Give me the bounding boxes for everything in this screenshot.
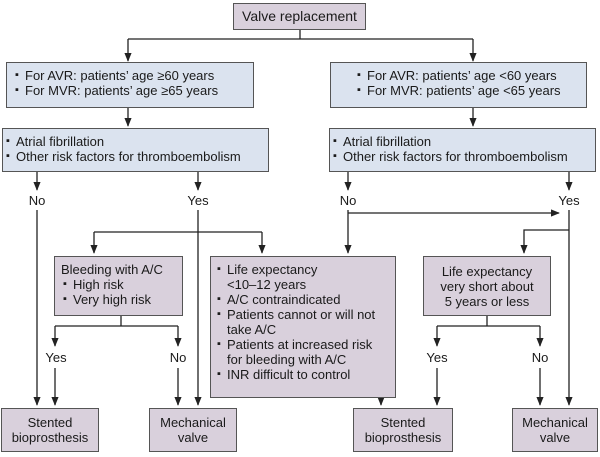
life-expectancy-criteria-box: Life expectancy<10–12 years A/C contrain…: [210, 256, 396, 398]
bleeding-high-risk: High risk: [63, 277, 182, 292]
right-risk-af: Atrial fibrillation: [333, 134, 595, 149]
bleeding-yes-label: Yes: [42, 350, 70, 365]
right-risk-other: Other risk factors for thromboembolism: [333, 149, 595, 164]
right-no-label: No: [336, 193, 360, 208]
criteria-ac-contraindicated: A/C contraindicated: [217, 292, 395, 307]
left-yes-label: Yes: [184, 193, 212, 208]
outcome-stented-left: Stented bioprosthesis: [1, 408, 99, 452]
right-yes-label: Yes: [555, 193, 583, 208]
bleeding-very-high-risk: Very high risk: [63, 292, 182, 307]
left-risk-factors-box: Atrial fibrillation Other risk factors f…: [2, 128, 269, 172]
left-age-avr: For AVR: patients’ age ≥60 years: [15, 68, 253, 83]
outcome-mechanical-left: Mechanical valve: [149, 408, 237, 452]
bleeding-title: Bleeding with A/C: [61, 262, 163, 277]
right-risk-factors-box: Atrial fibrillation Other risk factors f…: [329, 128, 596, 172]
left-risk-af: Atrial fibrillation: [6, 134, 268, 149]
criteria-life-expectancy: Life expectancy<10–12 years: [217, 262, 395, 292]
short-life-no-label: No: [528, 350, 552, 365]
left-age-criteria-box: For AVR: patients’ age ≥60 years For MVR…: [6, 62, 254, 108]
valve-replacement-node: Valve replacement: [233, 3, 366, 30]
right-age-mvr: For MVR: patients’ age <65 years: [357, 83, 586, 98]
criteria-inr: INR difficult to control: [217, 367, 395, 382]
outcome-mechanical-right: Mechanical valve: [512, 408, 598, 452]
bleeding-no-label: No: [166, 350, 190, 365]
right-age-avr: For AVR: patients’ age <60 years: [357, 68, 586, 83]
bleeding-risk-box: Bleeding with A/C High risk Very high ri…: [54, 256, 183, 316]
right-age-criteria-box: For AVR: patients’ age <60 years For MVR…: [330, 62, 587, 108]
short-life-yes-label: Yes: [423, 350, 451, 365]
outcome-stented-right: Stented bioprosthesis: [353, 408, 453, 452]
left-risk-other: Other risk factors for thromboembolism: [6, 149, 268, 164]
short-life-expectancy-box: Life expectancy very short about 5 years…: [423, 256, 551, 316]
left-no-label: No: [25, 193, 49, 208]
left-age-mvr: For MVR: patients’ age ≥65 years: [15, 83, 253, 98]
